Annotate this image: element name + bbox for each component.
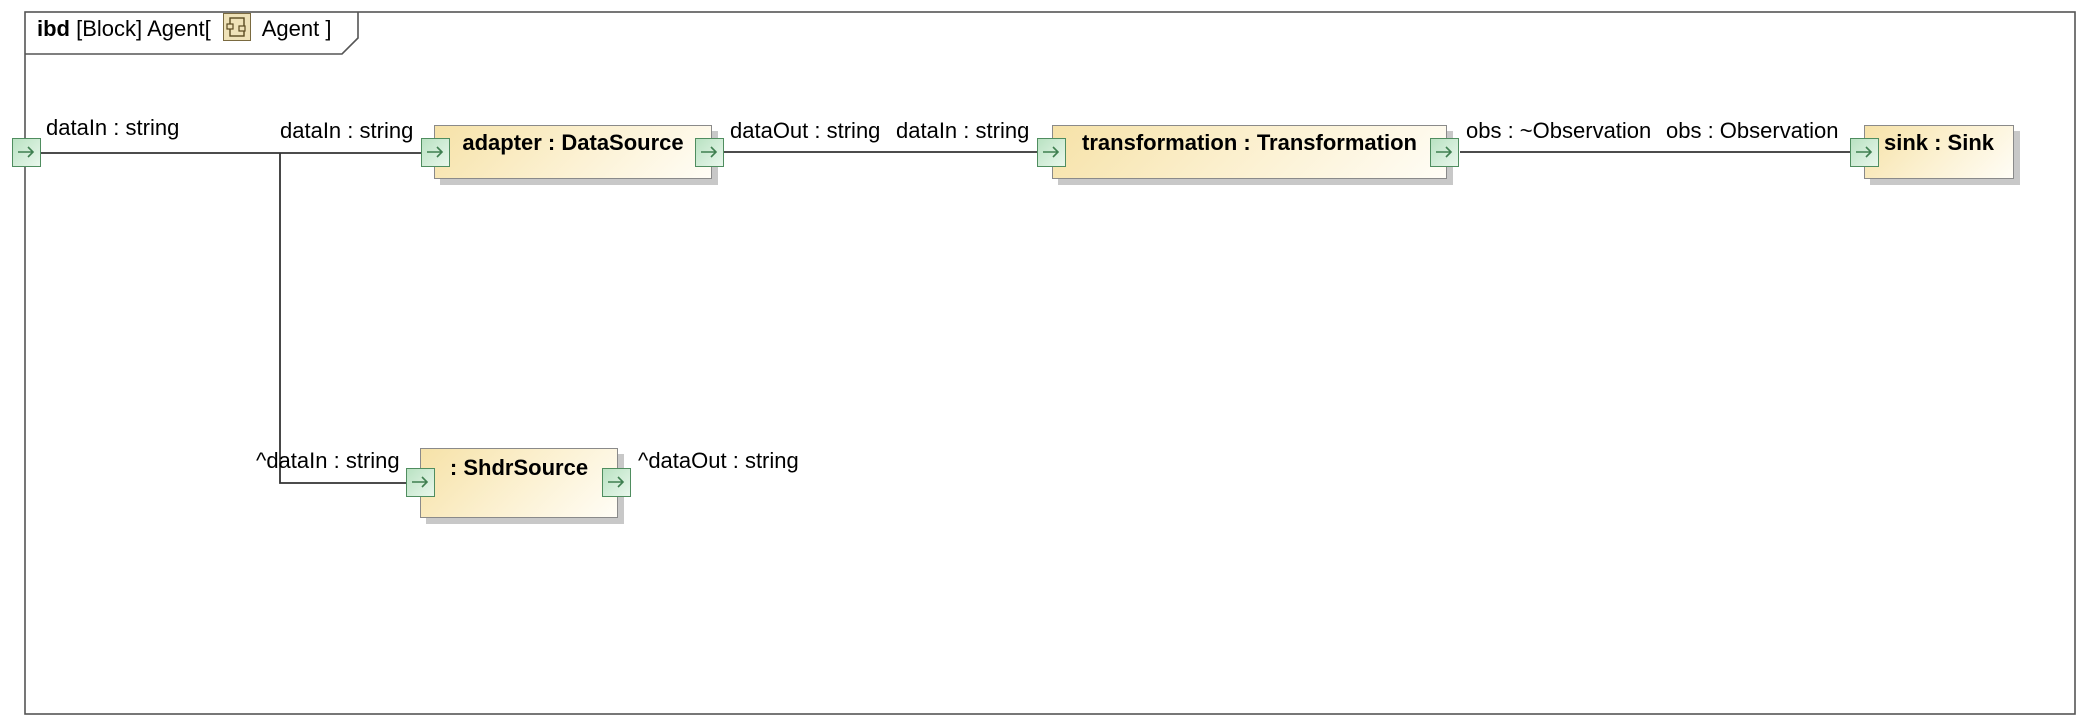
port-arrow-icon (608, 476, 625, 488)
boundary-port-label: dataIn : string (46, 115, 180, 140)
frame-keyword: ibd (37, 16, 70, 41)
transformation-data-in-label: dataIn : string (896, 118, 1030, 143)
port-shdr-data-in[interactable] (406, 468, 435, 497)
part-transformation[interactable]: transformation : Transformation (1052, 125, 1447, 179)
part-shdr-source-name: : ShdrSource (449, 455, 589, 480)
port-arrow-icon (1856, 146, 1873, 158)
frame-diagram-name: Agent (261, 16, 320, 41)
port-arrow-icon (412, 476, 429, 488)
port-transformation-obs[interactable] (1430, 138, 1459, 167)
frame-bracket-open: [ (204, 16, 211, 41)
part-sink-name: sink : Sink (1883, 130, 1995, 155)
port-arrow-icon (1043, 146, 1060, 158)
diagram-frame (24, 11, 2076, 715)
port-arrow-icon (1436, 146, 1453, 158)
shdr-data-out-label: ^dataOut : string (638, 448, 799, 473)
connector-boundary-to-shdr (279, 153, 407, 484)
port-transformation-data-in[interactable] (1037, 138, 1066, 167)
port-adapter-data-in[interactable] (421, 138, 450, 167)
port-arrow-icon (701, 146, 718, 158)
port-shdr-data-out[interactable] (602, 468, 631, 497)
boundary-port-data-in[interactable] (12, 138, 41, 167)
shdr-data-in-label: ^dataIn : string (256, 448, 400, 473)
adapter-data-in-label: dataIn : string (280, 118, 414, 143)
port-sink-obs[interactable] (1850, 138, 1879, 167)
adapter-data-out-label: dataOut : string (730, 118, 881, 143)
frame-bracket-close: ] (325, 16, 332, 41)
frame-header-border (25, 12, 359, 55)
port-arrow-icon (18, 146, 35, 158)
part-adapter-name: adapter : DataSource (462, 130, 684, 155)
part-sink[interactable]: sink : Sink (1864, 125, 2014, 179)
frame-owner: Agent (147, 16, 205, 41)
frame-element-type: [Block] (76, 16, 143, 41)
port-adapter-data-out[interactable] (695, 138, 724, 167)
part-transformation-name: transformation : Transformation (1082, 130, 1417, 155)
sink-obs-label: obs : Observation (1666, 118, 1839, 143)
port-arrow-icon (427, 146, 444, 158)
frame-header: ibd [Block] Agent[ Agent ] (25, 12, 331, 54)
block-diagram-icon (222, 13, 251, 42)
part-shdr-source[interactable]: : ShdrSource (420, 448, 618, 518)
part-adapter[interactable]: adapter : DataSource (434, 125, 712, 179)
transformation-obs-label: obs : ~Observation (1466, 118, 1652, 143)
